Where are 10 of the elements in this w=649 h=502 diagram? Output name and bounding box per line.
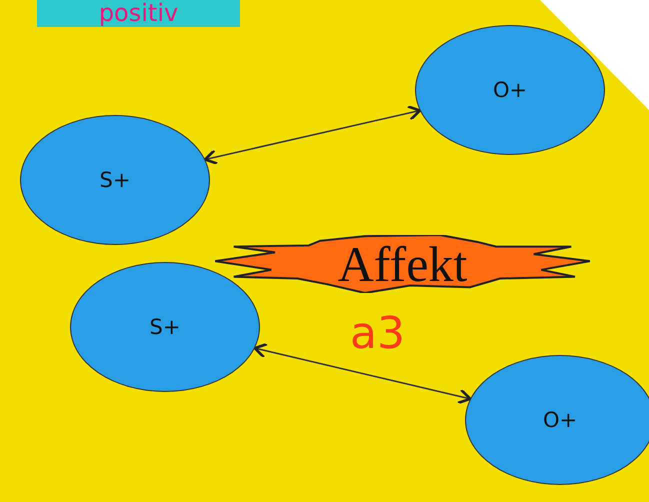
note-label: a3 (350, 312, 405, 356)
node-label: Affekt (338, 239, 468, 289)
starburst (215, 235, 590, 293)
node-label: O+ (542, 408, 578, 432)
arrow (253, 342, 472, 404)
node-label: O+ (492, 78, 528, 102)
node-label: S+ (150, 315, 180, 339)
node-label: S+ (100, 168, 130, 192)
arrow (204, 105, 422, 165)
tag-label: positiv (37, 0, 240, 27)
